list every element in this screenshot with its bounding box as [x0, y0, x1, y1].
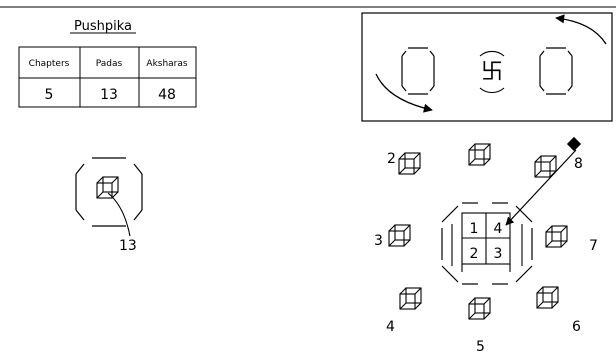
cube-label-5: 5: [476, 339, 485, 354]
grid-cell-4: 4: [494, 221, 503, 237]
cube-label-8: 8: [574, 156, 583, 172]
small-cube: [96, 176, 119, 199]
cube-8: [534, 155, 557, 178]
swastika-symbol: 卐: [479, 50, 505, 94]
cube-7: [545, 225, 568, 248]
cube-label-4: 4: [386, 319, 395, 335]
cube-label-2: 2: [387, 151, 396, 167]
left-octagon: [401, 47, 435, 95]
swastika-glyph: 卐: [481, 60, 503, 85]
cube-4: [399, 287, 422, 310]
small-figure-leader: [107, 192, 131, 237]
grid-cell-3: 3: [494, 246, 503, 262]
table-header-padas: Padas: [96, 59, 123, 69]
table-value-chapters: 5: [45, 87, 54, 103]
grid-cell-1: 1: [470, 221, 479, 237]
table-header-chapters: Chapters: [29, 59, 70, 69]
table-value-aksharas: 48: [158, 87, 176, 103]
large-octagon: [441, 202, 533, 285]
cube-top: [468, 143, 491, 166]
pointer-diamond: [566, 136, 582, 152]
grid-cell-2: 2: [470, 246, 479, 262]
table-header-aksharas: Aksharas: [146, 59, 187, 69]
cube-label-7: 7: [589, 238, 598, 254]
rotation-arrow-top-right: [555, 14, 607, 45]
table-title: Pushpika: [74, 19, 132, 34]
cube-2: [398, 152, 421, 175]
center-grid: [451, 212, 523, 272]
pointer-line: [505, 149, 577, 226]
pushpika-table: Pushpika Chapters Padas Aksharas 5 13 48: [18, 19, 197, 108]
cube-5: [468, 297, 491, 320]
small-figure: 13: [75, 157, 143, 254]
rotation-arrow-bottom-left: [375, 73, 433, 113]
right-octagon: [539, 47, 573, 95]
rotation-panel: 卐: [361, 12, 613, 122]
small-figure-label: 13: [119, 238, 137, 254]
cube-3: [388, 224, 411, 247]
cube-label-6: 6: [572, 319, 581, 335]
cube-6: [536, 286, 559, 309]
cube-label-3: 3: [374, 233, 383, 249]
large-figure: 1 4 2 3 2 3 4 5 6 7 8: [374, 136, 598, 354]
table-value-padas: 13: [100, 87, 118, 103]
